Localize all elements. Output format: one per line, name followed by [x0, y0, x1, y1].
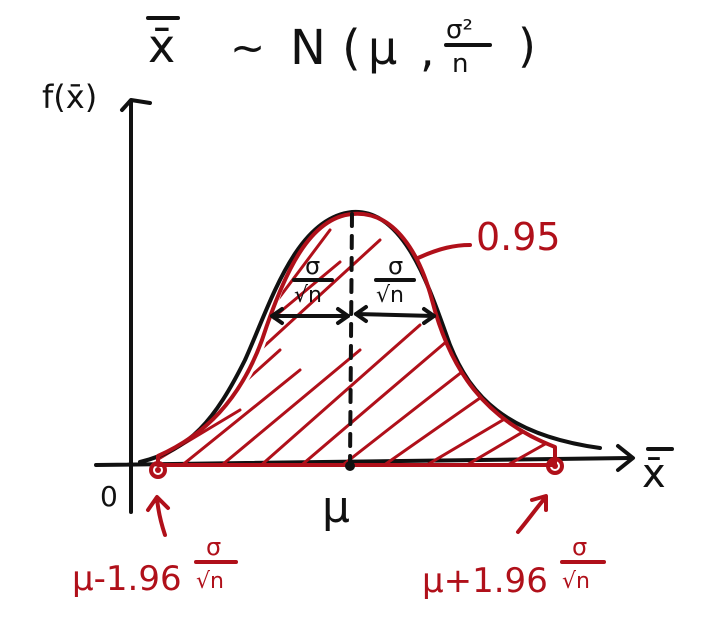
upper-bound-marker — [546, 457, 564, 475]
lower-bound-num: σ — [206, 533, 221, 561]
width-arrows — [270, 305, 436, 325]
upper-bound-arrowhead — [530, 494, 548, 512]
right-width-label: σ √n — [374, 252, 416, 308]
title-open-paren: ( — [342, 20, 361, 76]
title-comma: , — [420, 23, 435, 77]
left-arrowhead-inner — [336, 307, 350, 325]
y-axis: f(x̄) — [42, 78, 152, 514]
right-arrowhead — [422, 307, 436, 325]
origin-label: 0 — [100, 480, 118, 513]
y-axis-label: f(x̄) — [42, 78, 97, 116]
area-pointer — [416, 243, 472, 260]
upper-bound-dot — [552, 463, 558, 469]
lower-bound-prefix: μ-1.96 — [72, 559, 182, 599]
mean-point — [345, 461, 355, 471]
left-width-den: √n — [294, 283, 322, 308]
upper-bound-arrow — [516, 496, 547, 534]
lower-bound-den: √n — [196, 569, 224, 594]
hatch-line — [208, 348, 362, 465]
title-var-den: n — [452, 49, 468, 79]
title-dist: N — [290, 20, 326, 76]
right-width-den: √n — [376, 283, 404, 308]
mu-label: μ — [322, 482, 350, 533]
x-axis-label: x̄ — [642, 451, 666, 497]
lower-bound-arrow — [155, 496, 167, 537]
x-axis: x̄ 0 — [94, 444, 674, 513]
mean-line — [348, 212, 354, 468]
upper-bound-den: √n — [562, 569, 590, 594]
hatch-line — [488, 428, 555, 465]
lower-bound-marker — [149, 461, 167, 479]
right-width-num: σ — [388, 252, 403, 280]
hatch-line — [328, 348, 492, 465]
y-axis-arrow — [120, 98, 152, 112]
lower-bound-dot — [155, 467, 161, 473]
left-width-label: σ √n — [292, 252, 334, 308]
title-lhs: x̄ — [148, 19, 175, 73]
left-arrowhead — [270, 307, 284, 325]
hatch-line — [258, 238, 382, 352]
title-tilde: ~ — [230, 23, 265, 72]
title-formula: x̄ ~ N ( μ , σ² n ) — [146, 15, 536, 79]
area-hatching — [158, 228, 555, 465]
hatch-line — [168, 368, 302, 465]
hatch-line — [248, 323, 422, 465]
upper-bound-label: μ+1.96 σ √n — [422, 533, 606, 601]
upper-bound-num: σ — [572, 533, 587, 561]
lower-bound-label: μ-1.96 σ √n — [72, 533, 238, 599]
title-mean: μ — [368, 21, 397, 75]
lower-bound-arrowhead — [146, 495, 170, 512]
area-label: 0.95 — [476, 215, 561, 259]
right-arrowhead-inner — [354, 305, 368, 323]
hatch-line — [288, 328, 462, 465]
title-close-paren: ) — [518, 19, 536, 73]
title-var-num: σ² — [446, 15, 473, 45]
left-width-num: σ — [305, 252, 320, 280]
x-axis-arrow — [616, 444, 635, 472]
upper-bound-prefix: μ+1.96 — [422, 561, 548, 601]
right-width-arrow — [354, 312, 436, 318]
